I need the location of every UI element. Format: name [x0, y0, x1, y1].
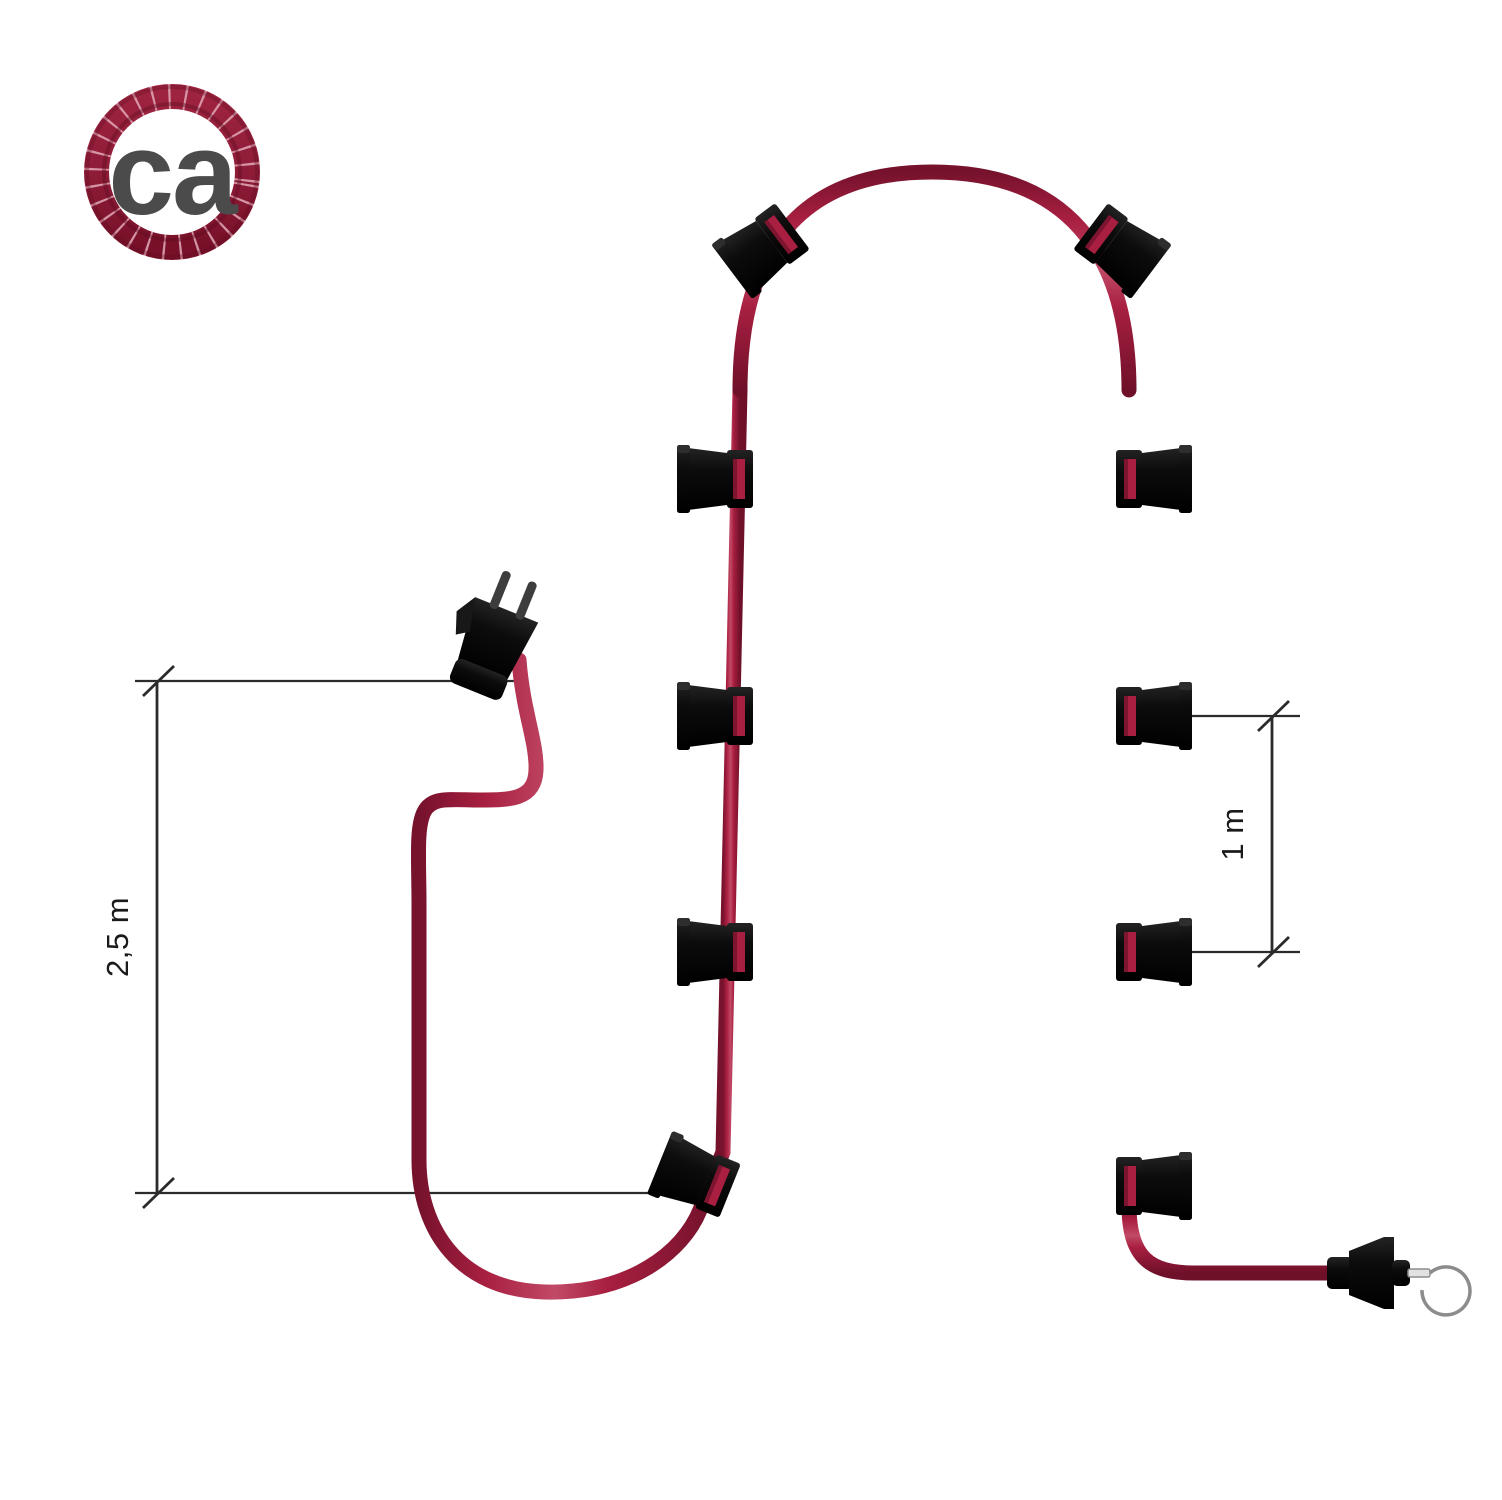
tail-cable	[1121, 1197, 1353, 1281]
lamp-holder-right-5	[1116, 1152, 1192, 1220]
plug-prong-right	[515, 581, 537, 620]
end-cap-body	[1349, 1237, 1394, 1309]
rope-twist-strands	[84, 84, 260, 260]
end-cable-sleeve	[1327, 1257, 1353, 1289]
top-arch-cable	[732, 164, 1137, 398]
lamp-holder-right-3	[1116, 682, 1192, 750]
logo-wordmark: ca	[108, 108, 239, 240]
plug-strain-relief	[449, 659, 508, 700]
end-cap-neck	[1392, 1260, 1410, 1286]
lamp-holder-right-4	[1116, 918, 1192, 986]
plug-body	[456, 597, 539, 685]
rope-ring-icon	[84, 84, 260, 260]
left-vertical-cable	[715, 382, 748, 1160]
lead-in-cable	[410, 652, 731, 1300]
lamp-holder-left-3	[677, 682, 753, 750]
dim-tick-bottom	[142, 1176, 175, 1210]
cable-assembly	[410, 164, 1353, 1300]
hook-icon	[1420, 1265, 1472, 1317]
dimension-label-1m: 1 m	[1215, 807, 1250, 860]
dimension-label-2-5m: 2,5 m	[100, 897, 135, 977]
lamp-holder-left-2	[677, 445, 753, 513]
lamp-holder-right-1	[1070, 199, 1172, 300]
dimension-1m	[1150, 699, 1300, 969]
plug-prong-left	[489, 570, 511, 610]
dim-tick-top	[1257, 699, 1290, 733]
lamp-holder-left-4	[677, 918, 753, 986]
dim-tick-top	[142, 664, 175, 698]
plug-side-fin	[455, 597, 476, 635]
lamp-holder-right-2	[1116, 445, 1192, 513]
end-connector	[1327, 1237, 1472, 1317]
hook-shank	[1407, 1268, 1431, 1278]
brand-logo: ca	[84, 84, 260, 260]
dim-tick-bottom	[1257, 935, 1290, 969]
male-power-plug	[449, 570, 539, 700]
